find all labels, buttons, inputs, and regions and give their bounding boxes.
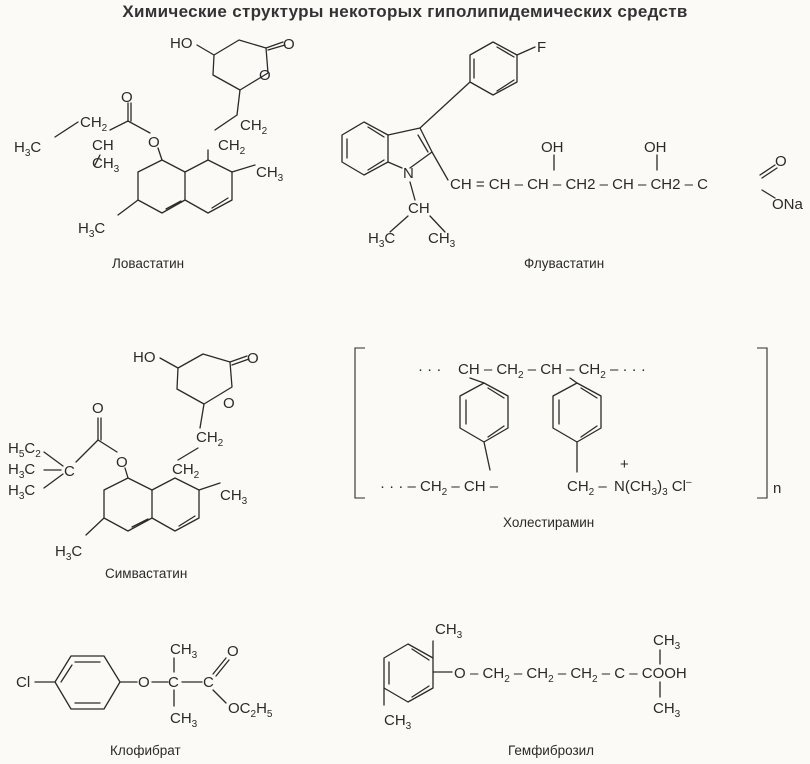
atom-ho: HO <box>170 35 193 52</box>
lovastatin-structure: O O HO CH2 CH2 CH3 H3C O O CH2 H3C CH CH… <box>14 35 295 271</box>
compound-name: Флувастатин <box>524 256 604 271</box>
atom-oh: OH <box>541 139 564 156</box>
atom-o: O <box>223 395 235 412</box>
atom-ho: HO <box>133 349 156 366</box>
atom-cl: Cl <box>16 674 30 691</box>
atom-h3c: H3C <box>55 543 82 563</box>
atom-ch2: CH2 <box>196 429 224 449</box>
atom-ch3: CH3 <box>256 164 284 184</box>
atom-c: C <box>203 674 214 691</box>
atom-o: O <box>454 665 466 682</box>
atom-ch2: CH2 <box>240 117 268 137</box>
atom-oh: OH <box>644 139 667 156</box>
atom-ch3: CH3 <box>384 712 412 732</box>
atom-ch3: CH3 <box>220 487 248 507</box>
atom-h3c: H3C <box>14 139 41 159</box>
atom-o: O <box>259 67 271 84</box>
page-title: Химические структуры некоторых гиполипид… <box>122 2 688 21</box>
atom-ch3: CH3 <box>428 230 456 250</box>
atom-ona: ONa <box>772 196 804 213</box>
compound-name: Гемфиброзил <box>508 743 594 758</box>
atom-ch: CH <box>408 200 430 217</box>
atom-n-ch3-3: N(CH3)3 Cl– <box>614 477 692 498</box>
atom-o: O <box>283 36 295 53</box>
atom-ch3: CH3 <box>653 632 681 652</box>
atom-ch2: CH2 – <box>567 478 607 498</box>
atom-ch3: CH3 <box>170 710 198 730</box>
atom-ch2: · · · – CH2 – CH – <box>380 478 499 498</box>
compound-name: Симвастатин <box>105 566 187 581</box>
atom-ch2: CH2 <box>172 461 200 481</box>
compound-name: Ловастатин <box>112 256 184 271</box>
atom-o: O <box>116 454 128 471</box>
atom-n-plus: + <box>620 456 629 473</box>
atom-h5c2: H5C2 <box>8 440 41 460</box>
atom-ch2: CH2 <box>218 137 246 157</box>
fluvastatin-structure: F N CH H3C CH3 CH = CH – CH – CH2 – CH –… <box>341 39 804 271</box>
compound-name: Клофибрат <box>110 743 181 758</box>
atom-o: O <box>775 153 787 170</box>
atom-ch3: CH3 <box>435 621 463 641</box>
atom-o: O <box>121 89 133 106</box>
atom-n-index: n <box>773 480 781 497</box>
atom-ch3: CH3 <box>653 700 681 720</box>
clofibrate-structure: Cl O C CH3 CH3 C O OC2H5 Клофибрат <box>16 641 273 758</box>
atom-ch: CH – CH2 – CH – CH2 – · · · <box>458 361 646 381</box>
atom-o: O <box>227 643 239 660</box>
atom-ch3: CH3 <box>92 155 120 175</box>
simvastatin-structure: O O HO CH2 CH2 CH3 H3C O O C H5C2 H3C H3… <box>8 349 259 581</box>
atom-h3c: H3C <box>368 230 395 250</box>
compound-name: Холестирамин <box>503 515 594 530</box>
atom-c: C <box>64 463 75 480</box>
atom-n: N <box>403 165 414 182</box>
atom-o: O <box>148 134 160 151</box>
gemfibrozil-structure: CH3 CH3 O – CH2 – CH2 – CH2 – C – COOH C… <box>383 621 687 758</box>
atom-o: O <box>138 674 150 691</box>
atom-o: O <box>92 400 104 417</box>
atom-ch2: – CH2 – CH2 – CH2 – C – COOH <box>470 665 687 685</box>
cholestyramine-structure: n · · · CH – CH2 – CH – CH2 – · · · · · … <box>354 347 781 530</box>
atom-ch2: CH2 <box>80 114 108 134</box>
atom-o: O <box>247 350 259 367</box>
atom-oc2h5: OC2H5 <box>228 700 273 720</box>
atom-h3c: H3C <box>78 220 105 240</box>
atom-c: C <box>168 674 179 691</box>
atom-h3c: H3C <box>8 461 35 481</box>
dots: · · · <box>418 361 441 378</box>
atom-h3c: H3C <box>8 482 35 502</box>
atom-f: F <box>537 39 546 56</box>
atom-ch3: CH3 <box>170 641 198 661</box>
chain-fluvastatin: CH = CH – CH – CH2 – CH – CH2 – C <box>450 176 708 193</box>
atom-ch: CH <box>92 137 114 154</box>
